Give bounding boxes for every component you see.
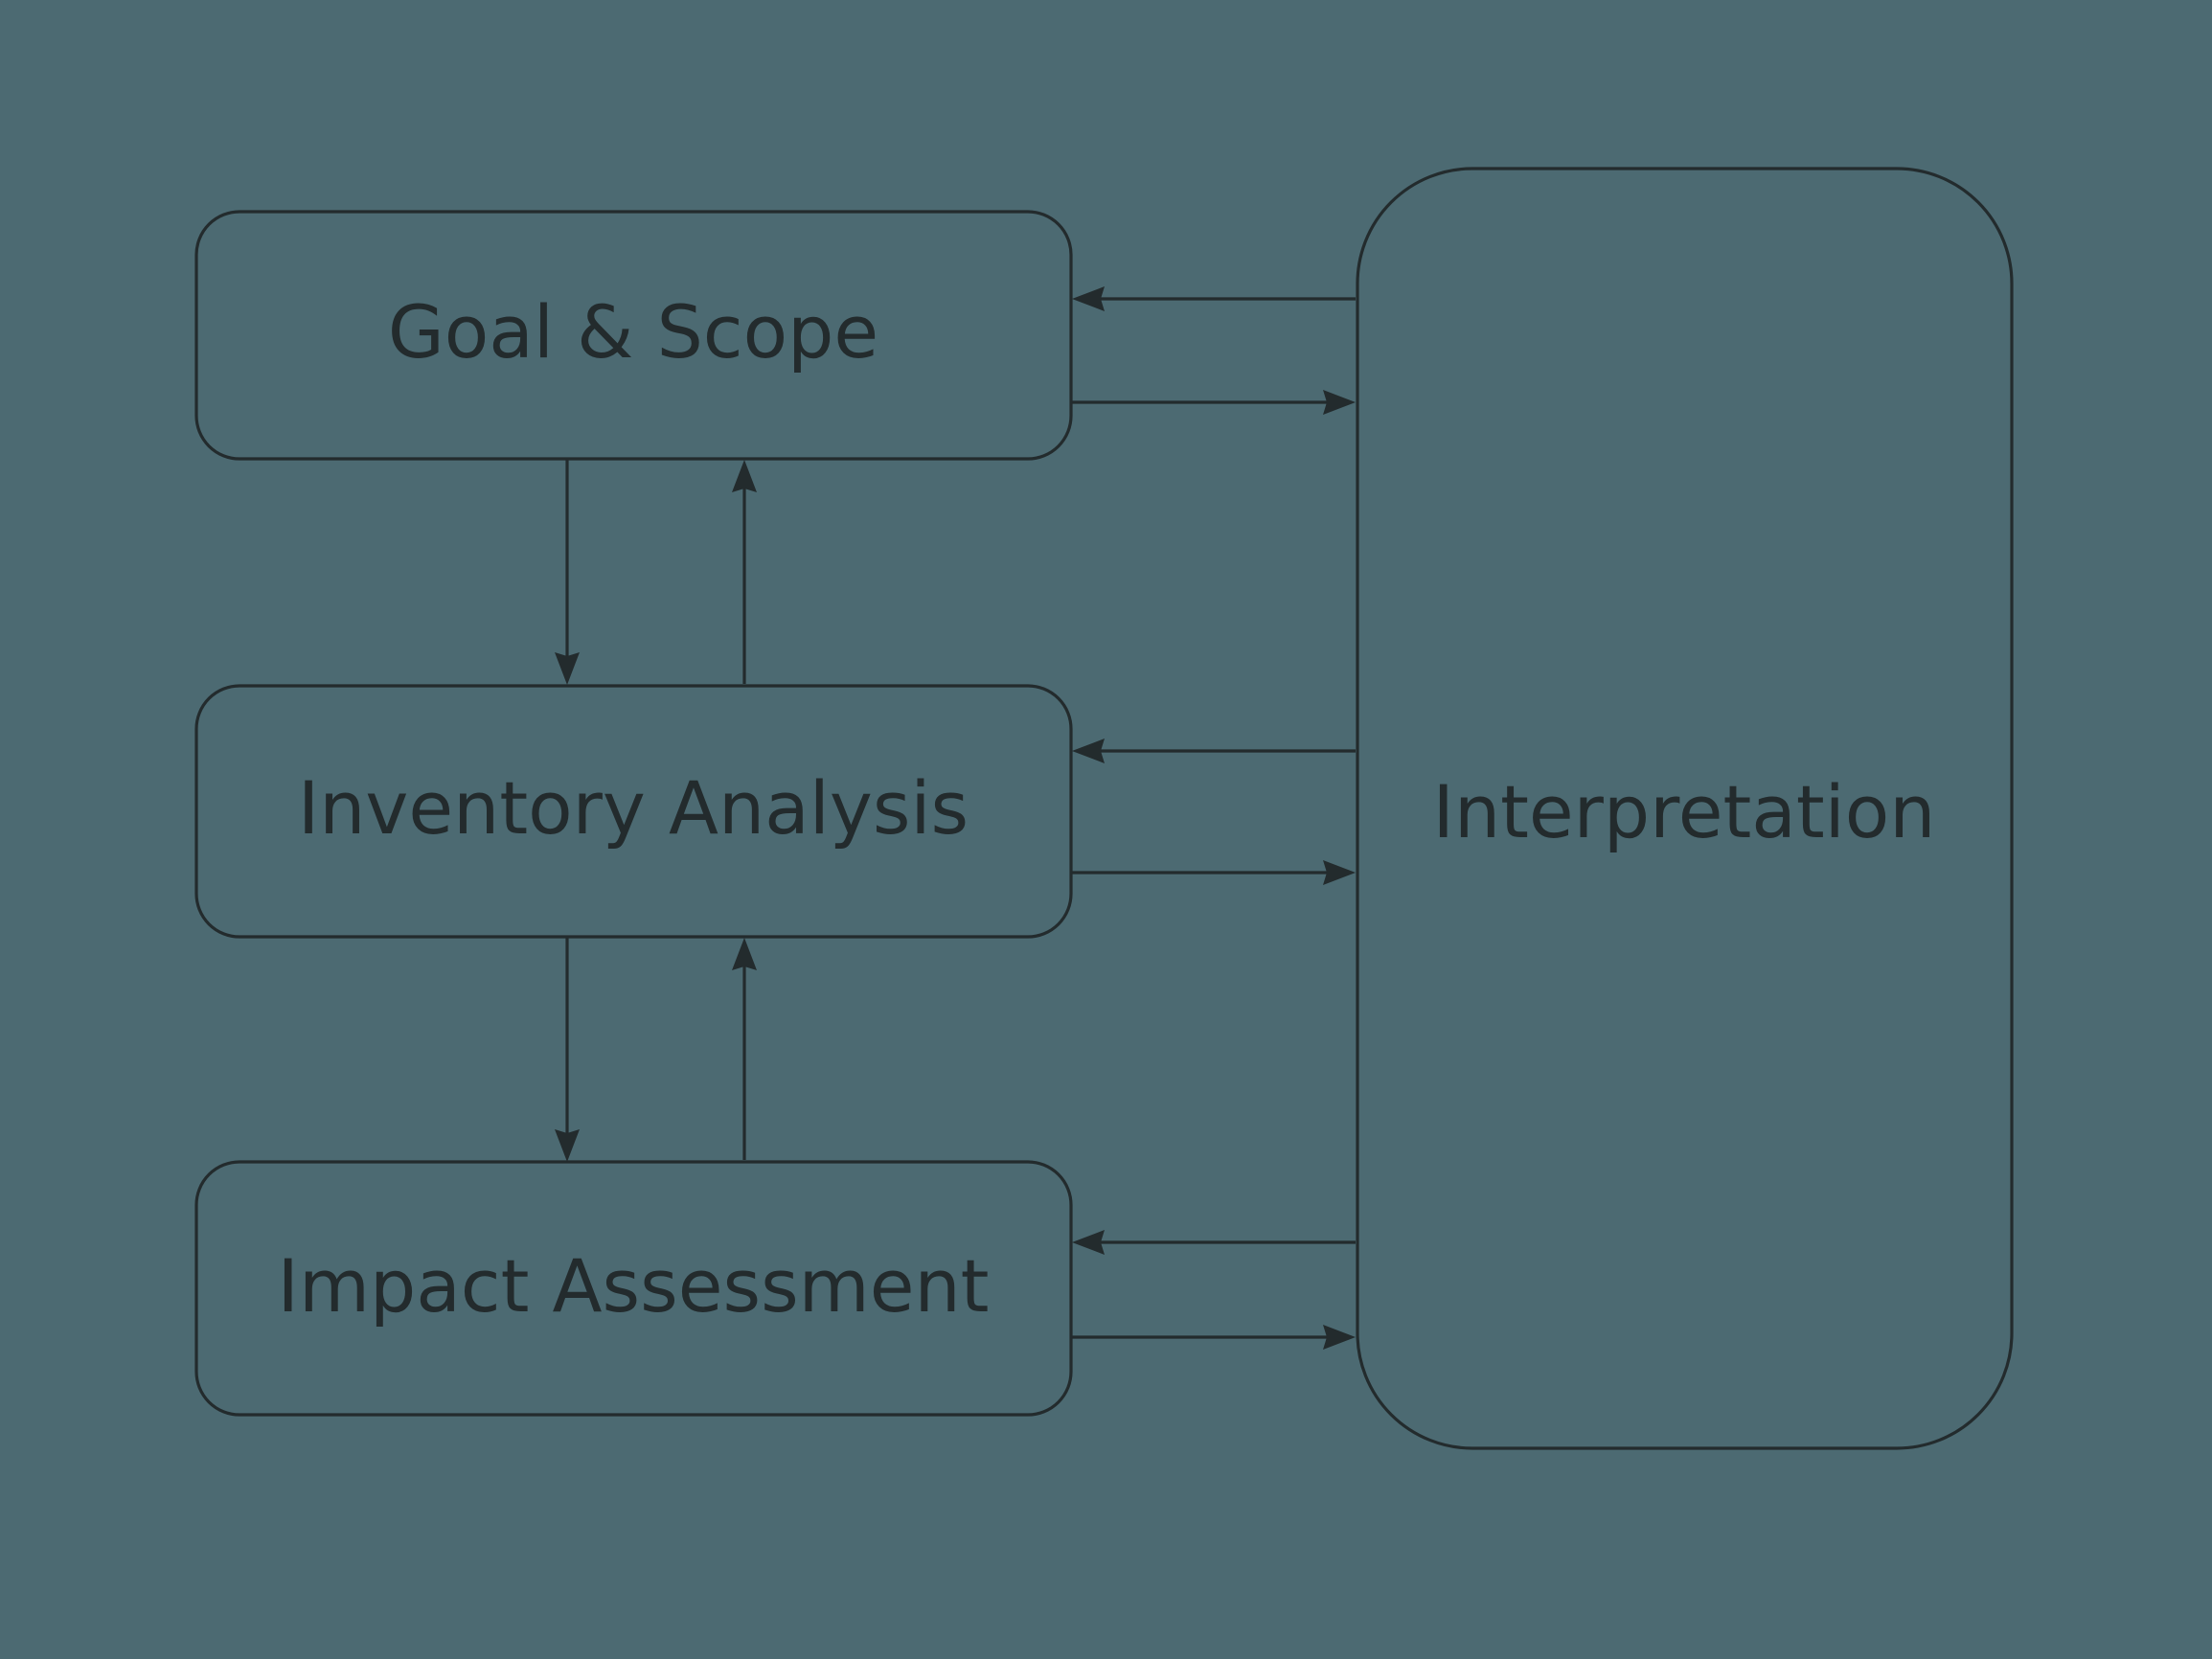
node-goal-scope[interactable]: Goal & Scope	[194, 210, 1073, 461]
arrowhead-up-icon	[732, 460, 757, 492]
arrowhead-up-icon	[732, 938, 757, 970]
node-interpretation[interactable]: Interpretation	[1356, 167, 2014, 1450]
interpretation-box[interactable]	[1356, 167, 2014, 1450]
arrowhead-down-icon	[555, 652, 580, 685]
arrowhead-left-icon	[1072, 286, 1105, 311]
edge-inventory-analysis-to-goal-scope	[732, 460, 757, 684]
edge-interpretation-to-impact-assessment	[1072, 1230, 1356, 1255]
arrowhead-right-icon	[1323, 860, 1356, 885]
goal-scope-label: Goal & Scope	[388, 289, 878, 375]
arrowhead-left-icon	[1072, 739, 1105, 763]
edge-goal-scope-to-interpretation	[1072, 390, 1356, 415]
edge-inventory-analysis-to-impact-assessment	[555, 938, 580, 1162]
inventory-analysis-label: Inventory Analysis	[298, 765, 969, 851]
edge-interpretation-to-goal-scope	[1072, 286, 1356, 311]
goal-scope-box[interactable]	[194, 210, 1073, 461]
node-inventory-analysis[interactable]: Inventory Analysis	[194, 684, 1073, 939]
arrowhead-right-icon	[1323, 1325, 1356, 1350]
arrowhead-right-icon	[1323, 390, 1356, 415]
interpretation-label: Interpretation	[1433, 769, 1936, 854]
edge-interpretation-to-inventory-analysis	[1072, 739, 1356, 763]
edge-impact-assessment-to-interpretation	[1072, 1325, 1356, 1350]
impact-assessment-box[interactable]	[194, 1160, 1073, 1417]
edge-goal-scope-to-inventory-analysis	[555, 460, 580, 685]
arrowhead-down-icon	[555, 1129, 580, 1162]
node-impact-assessment[interactable]: Impact Assessment	[194, 1160, 1073, 1417]
arrowhead-left-icon	[1072, 1230, 1105, 1255]
impact-assessment-label: Impact Assessment	[278, 1243, 990, 1329]
edge-impact-assessment-to-inventory-analysis	[732, 938, 757, 1160]
edge-inventory-analysis-to-interpretation	[1072, 860, 1356, 885]
inventory-analysis-box[interactable]	[194, 684, 1073, 939]
